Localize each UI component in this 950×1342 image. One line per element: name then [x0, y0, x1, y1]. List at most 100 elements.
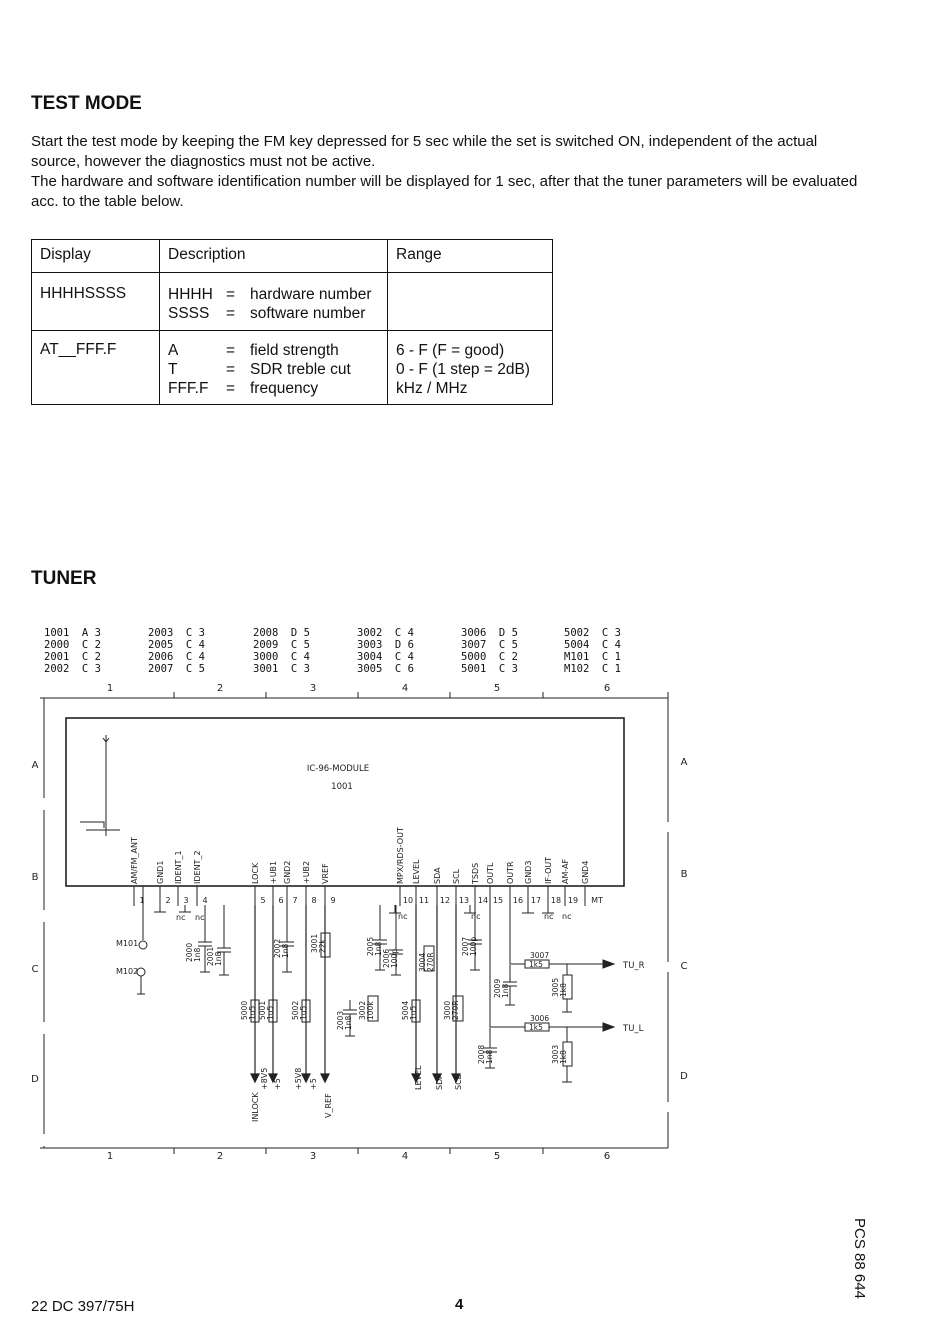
bottom-signal-label: LEVEL [414, 1065, 423, 1090]
component-value: 1n8 [501, 983, 510, 998]
pin-label: AM-AF [561, 858, 570, 884]
row-label: B [32, 872, 39, 883]
desc-line: HHHH=hardware number [168, 285, 379, 304]
module-name: IC-96-MODULE [307, 764, 369, 774]
component-ref: 2003 [336, 1011, 345, 1030]
column-label: 3 [310, 1151, 316, 1162]
desc-value: SDR treble cut [250, 361, 351, 378]
pin-label: GND1 [156, 861, 165, 884]
pin-label: IF-OUT [544, 857, 553, 884]
signal-rails [250, 905, 461, 1084]
desc-value: software number [250, 305, 366, 322]
row-label: D [31, 1074, 39, 1085]
desc-key: SSSS [168, 305, 210, 322]
pin-number: 12 [440, 896, 450, 905]
output-label-tu-r: TU_R [622, 961, 645, 971]
range-line: kHz / MHz [396, 380, 468, 397]
desc-line: SSSS=software number [168, 304, 379, 323]
component-value: 22k [318, 938, 327, 953]
pin-number: 6 [278, 896, 283, 905]
component-ref: 3007 [530, 951, 549, 960]
pin-leads [133, 886, 586, 906]
component-value: 1k8 [559, 1050, 568, 1064]
ref-entry: 2003 C 3 [148, 627, 205, 639]
nc-markers: nc nc nc nc nc nc [154, 905, 571, 922]
nc-label: nc [471, 912, 480, 921]
header-description: Description [159, 239, 388, 273]
row1-display: HHHHSSSS [31, 272, 160, 331]
row-label: B [681, 869, 688, 880]
tuner-parameter-table: Display Description Range HHHHSSSS HHHH=… [31, 239, 553, 405]
ref-entry: 2008 D 5 [253, 627, 310, 639]
nc-label: nc [195, 913, 204, 922]
component-value: 100k [366, 1001, 375, 1020]
ref-entry: 2005 C 4 [148, 639, 205, 651]
pin-label: LEVEL [412, 859, 421, 884]
pin-number: 7 [292, 896, 297, 905]
pin-label: SDA [433, 867, 442, 884]
output-lines: TU_R TU_L [489, 905, 645, 1083]
pin-number: 1 [139, 896, 144, 905]
component-ref: 3005 [551, 978, 560, 997]
ref-entry: 3003 D 6 [357, 639, 414, 651]
component-ref: 3003 [551, 1045, 560, 1064]
ref-entry: 3001 C 3 [253, 663, 310, 675]
row-label: C [681, 961, 688, 972]
pin-number: 19 [568, 896, 578, 905]
component-ref: 2005 [366, 937, 375, 956]
test-mode-paragraph-1: Start the test mode by keeping the FM ke… [31, 133, 818, 170]
row-label: C [32, 964, 39, 975]
pin-number: 3 [183, 896, 188, 905]
pin-label: TSDS [471, 863, 480, 885]
component-value: 100p [390, 949, 399, 968]
pin-number: MT [591, 896, 603, 905]
mount-label-m102: M102 [116, 967, 138, 976]
pin-label: +UB2 [302, 861, 311, 884]
component-value: 1u5 [266, 1005, 275, 1020]
component-ref: 2000 [185, 943, 194, 962]
module-ref: 1001 [331, 782, 353, 792]
component-ref: 3001 [310, 934, 319, 953]
header-display: Display [31, 239, 160, 273]
ref-entry: 2007 C 5 [148, 663, 205, 675]
component-ref: 3004 [418, 953, 427, 972]
ref-entry: 3000 C 4 [253, 651, 310, 663]
pin-number: 2 [165, 896, 170, 905]
component-ref: 5004 [401, 1001, 410, 1020]
desc-value: field strength [250, 342, 339, 359]
test-mode-heading: TEST MODE [31, 93, 142, 114]
pin-number: 8 [311, 896, 316, 905]
header-range: Range [387, 239, 553, 273]
component-value: 1u5 [299, 1005, 308, 1020]
component-ref: 2008 [477, 1045, 486, 1064]
range-line: 0 - F (1 step = 2dB) [396, 361, 530, 378]
column-label: 4 [402, 1151, 408, 1162]
footer-page-number: 4 [455, 1296, 464, 1313]
mounting-points: M101 M102 [116, 886, 148, 995]
pin-label: IDENT_2 [193, 850, 202, 884]
ref-entry: 2000 C 2 [44, 639, 101, 651]
bottom-signal-label: +8V5 [260, 1068, 269, 1090]
pin-label: LOCK [251, 862, 260, 884]
desc-line: T=SDR treble cut [168, 360, 379, 379]
component-ref: 5001 [258, 1001, 267, 1020]
row-label: D [680, 1071, 688, 1082]
pin-number: 15 [493, 896, 503, 905]
desc-eq: = [226, 286, 236, 303]
pin-number: 13 [459, 896, 469, 905]
component-ref: 2002 [273, 939, 282, 958]
column-label: 2 [217, 683, 223, 694]
pin-number: 9 [330, 896, 335, 905]
pin-label: GND3 [524, 861, 533, 884]
component-value: 1n8 [193, 947, 202, 962]
ref-entry: 1001 A 3 [44, 627, 101, 639]
desc-key: A [168, 342, 179, 359]
column-label: 3 [310, 683, 316, 694]
row-label: A [681, 757, 688, 768]
